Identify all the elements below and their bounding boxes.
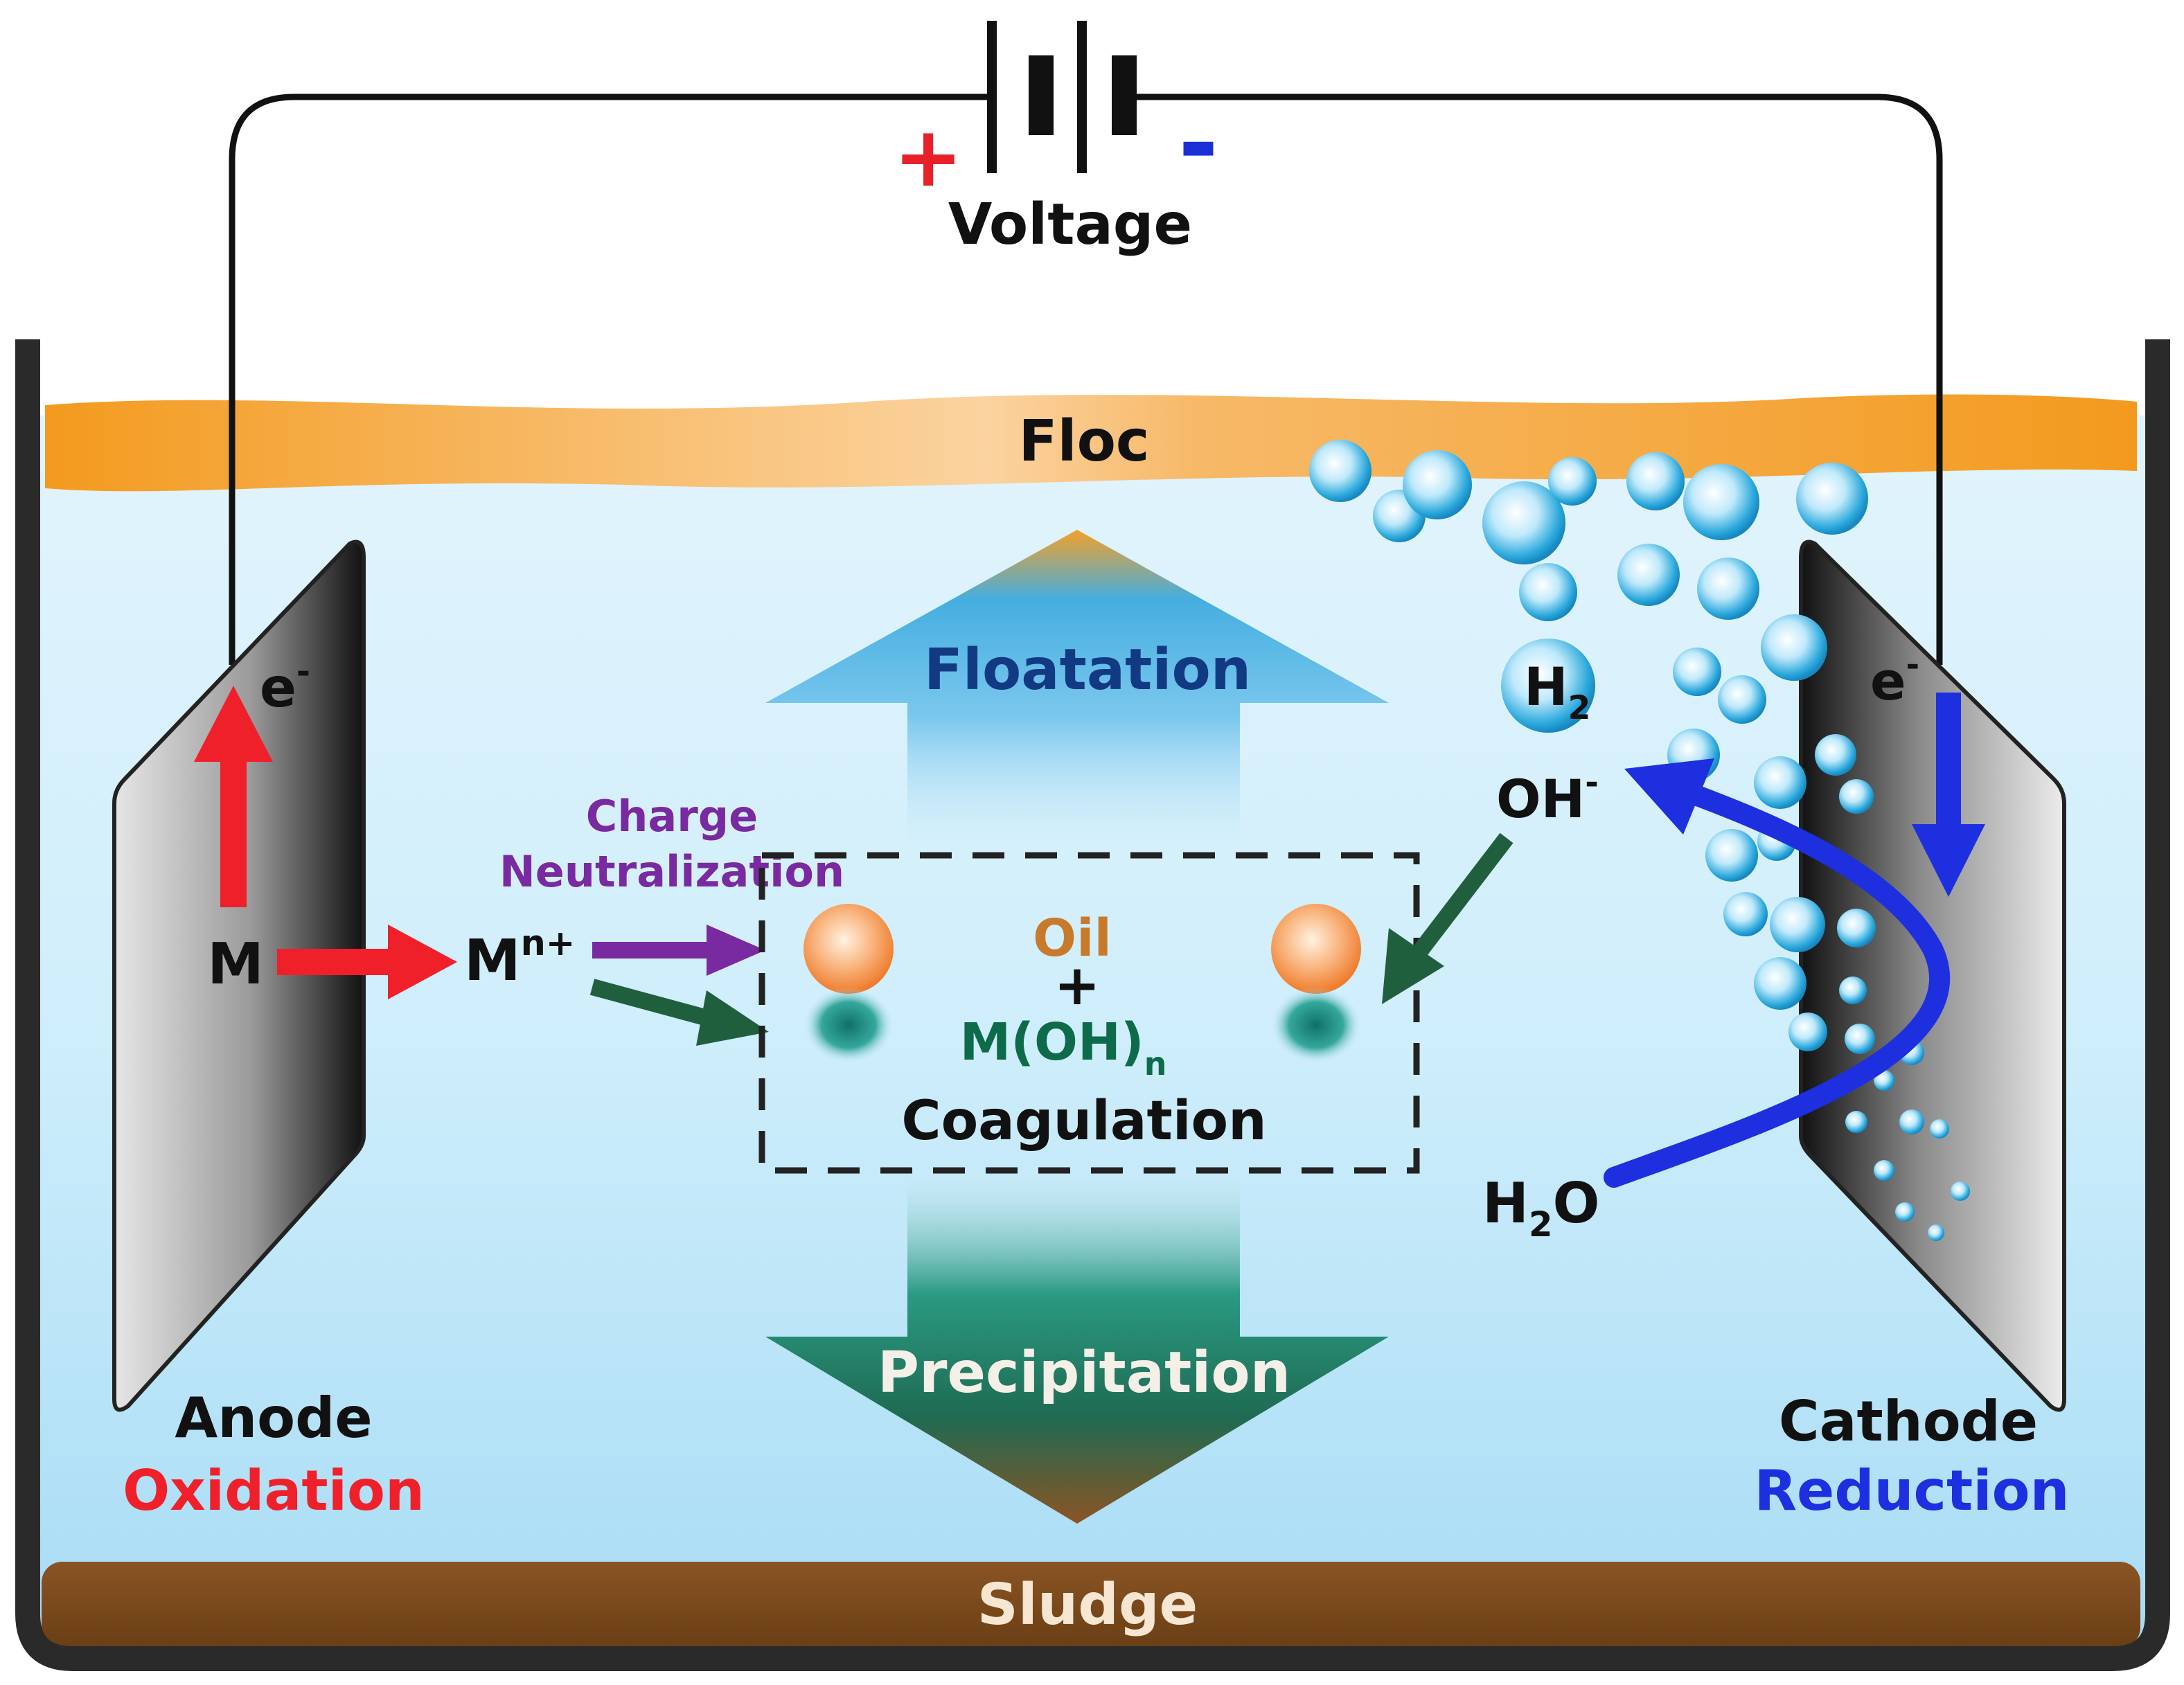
charge-neutralization-arrow	[592, 925, 765, 976]
cathode-label: Cathode	[1779, 1389, 2038, 1454]
sludge-label: Sludge	[977, 1572, 1198, 1638]
water-label: H2O	[1482, 1171, 1599, 1245]
floatation-arrow	[765, 530, 1389, 845]
precipitation-arrow	[765, 1170, 1389, 1524]
oil-label: Oil	[1033, 909, 1112, 968]
precipitation-label: Precipitation	[878, 1340, 1290, 1406]
voltage-label: Voltage	[948, 192, 1192, 258]
oil-droplet-left	[804, 904, 894, 994]
h2-bubble	[1501, 639, 1595, 733]
hydroxide-arrow-right	[1382, 832, 1513, 1004]
hydroxide-ion-label: OH-	[1496, 764, 1599, 830]
coagulation-box	[758, 852, 1420, 1174]
ionization-arrow	[277, 925, 457, 999]
floatation-label: Floatation	[924, 637, 1251, 703]
hydroxide-particle-left	[804, 987, 894, 1063]
anode-label: Anode	[175, 1386, 372, 1450]
reduction-label: Reduction	[1754, 1459, 2069, 1523]
coagulation-label: Coagulation	[901, 1090, 1266, 1152]
hydroxide-arrow-left	[589, 979, 769, 1046]
circuit-wire	[229, 93, 1943, 665]
charge-label-line1: Charge	[586, 791, 758, 841]
oil-droplet-right	[1271, 904, 1361, 994]
floc-label: Floc	[1018, 409, 1149, 474]
cathode-electron-label: e-	[1870, 646, 1919, 712]
tank	[15, 339, 2170, 1671]
hydroxide-particle-right	[1271, 987, 1361, 1063]
hydrogen-bubbles	[1309, 440, 1970, 1241]
h2-label: H2	[1524, 656, 1590, 727]
water-reduction-arrow	[1604, 758, 1950, 1188]
battery-icon	[987, 21, 1137, 173]
hydroxide-label: M(OH)n	[960, 1013, 1167, 1082]
anode-metal-label: M	[207, 931, 264, 997]
anode-electron-arrow	[194, 686, 273, 907]
sludge-layer	[42, 1562, 2140, 1648]
floc-layer	[45, 394, 2137, 492]
anode-electron-label: e-	[260, 652, 310, 720]
plus-terminal-sign: +	[894, 109, 964, 206]
anode-plate	[112, 540, 366, 1412]
cathode-electron-arrow	[1912, 693, 1985, 897]
metal-ion-label: Mn+	[464, 922, 575, 994]
oxidation-label: Oxidation	[123, 1459, 425, 1523]
minus-terminal-sign: -	[1178, 87, 1218, 200]
coagulation-plus-sign: +	[1054, 953, 1100, 1017]
